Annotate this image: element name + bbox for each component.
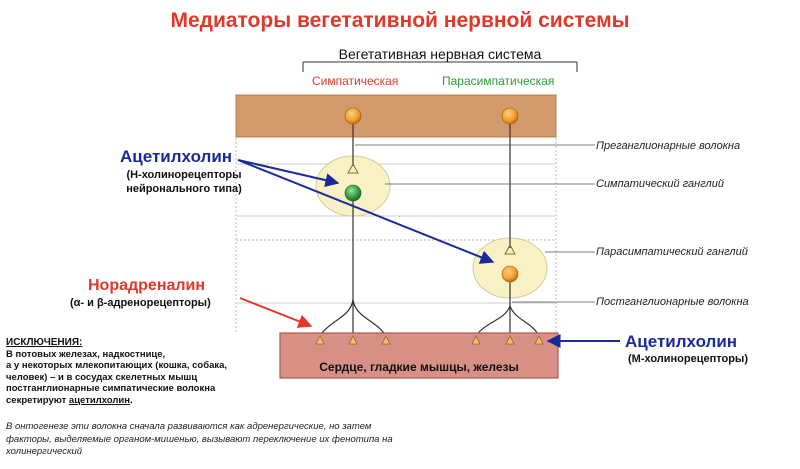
right-pointer-lines — [355, 144, 595, 303]
adrenoreceptors-label: (α- и β-адренорецепторы) — [70, 297, 211, 309]
ganglion-separators — [236, 163, 556, 304]
page-title: Медиаторы вегетативной нервной системы — [170, 9, 630, 32]
parasympathetic-preganglionic-neuron — [501, 107, 519, 125]
exceptions-title: ИСКЛЮЧЕНИЯ: — [6, 337, 83, 348]
sympathetic-synapse — [347, 162, 359, 174]
ontogeny-note: В онтогенезе эти волокна сначала развива… — [6, 421, 393, 458]
acetylcholine-arrows — [237, 159, 495, 264]
parasympathetic-synapse — [504, 243, 516, 255]
system-bracket — [302, 61, 578, 72]
parasympathetic-ganglion-label: Парасимпатический ганглий — [596, 246, 748, 258]
n-cholinoreceptors-label: (Н-холинорецепторы нейронального типа) — [126, 169, 242, 195]
guide-lines — [235, 138, 557, 333]
parasympathetic-label: Парасимпатическая — [442, 74, 555, 88]
sympathetic-ganglion-neuron — [344, 184, 362, 202]
sympathetic-ganglion-label: Симпатический ганглий — [596, 178, 724, 190]
acetylcholine-m-label: Ацетилхолин — [625, 332, 738, 351]
system-title: Вегетативная нервная система — [338, 46, 542, 62]
noradrenaline-arrow — [239, 297, 313, 328]
m-cholinoreceptors-label: (М-холинорецепторы) — [628, 353, 748, 365]
parasympathetic-ganglion-neuron — [501, 265, 519, 283]
sympathetic-label: Симпатическая — [312, 74, 399, 88]
acetylcholine-label: Ацетилхолин — [120, 147, 233, 166]
organ-terminals — [315, 335, 544, 345]
sympathetic-preganglionic-neuron — [344, 107, 362, 125]
organ-label: Сердце, гладкие мышцы, железы — [319, 360, 519, 374]
noradrenaline-label: Норадреналин — [88, 277, 206, 294]
preganglionic-label: Преганглионарные волокна — [596, 140, 741, 152]
sympathetic-postganglionic-fiber — [319, 201, 387, 337]
postganglionic-label: Постганглионарные волокна — [596, 296, 749, 308]
exceptions-text: В потовых железах, надкостнице, а у неко… — [6, 349, 228, 406]
